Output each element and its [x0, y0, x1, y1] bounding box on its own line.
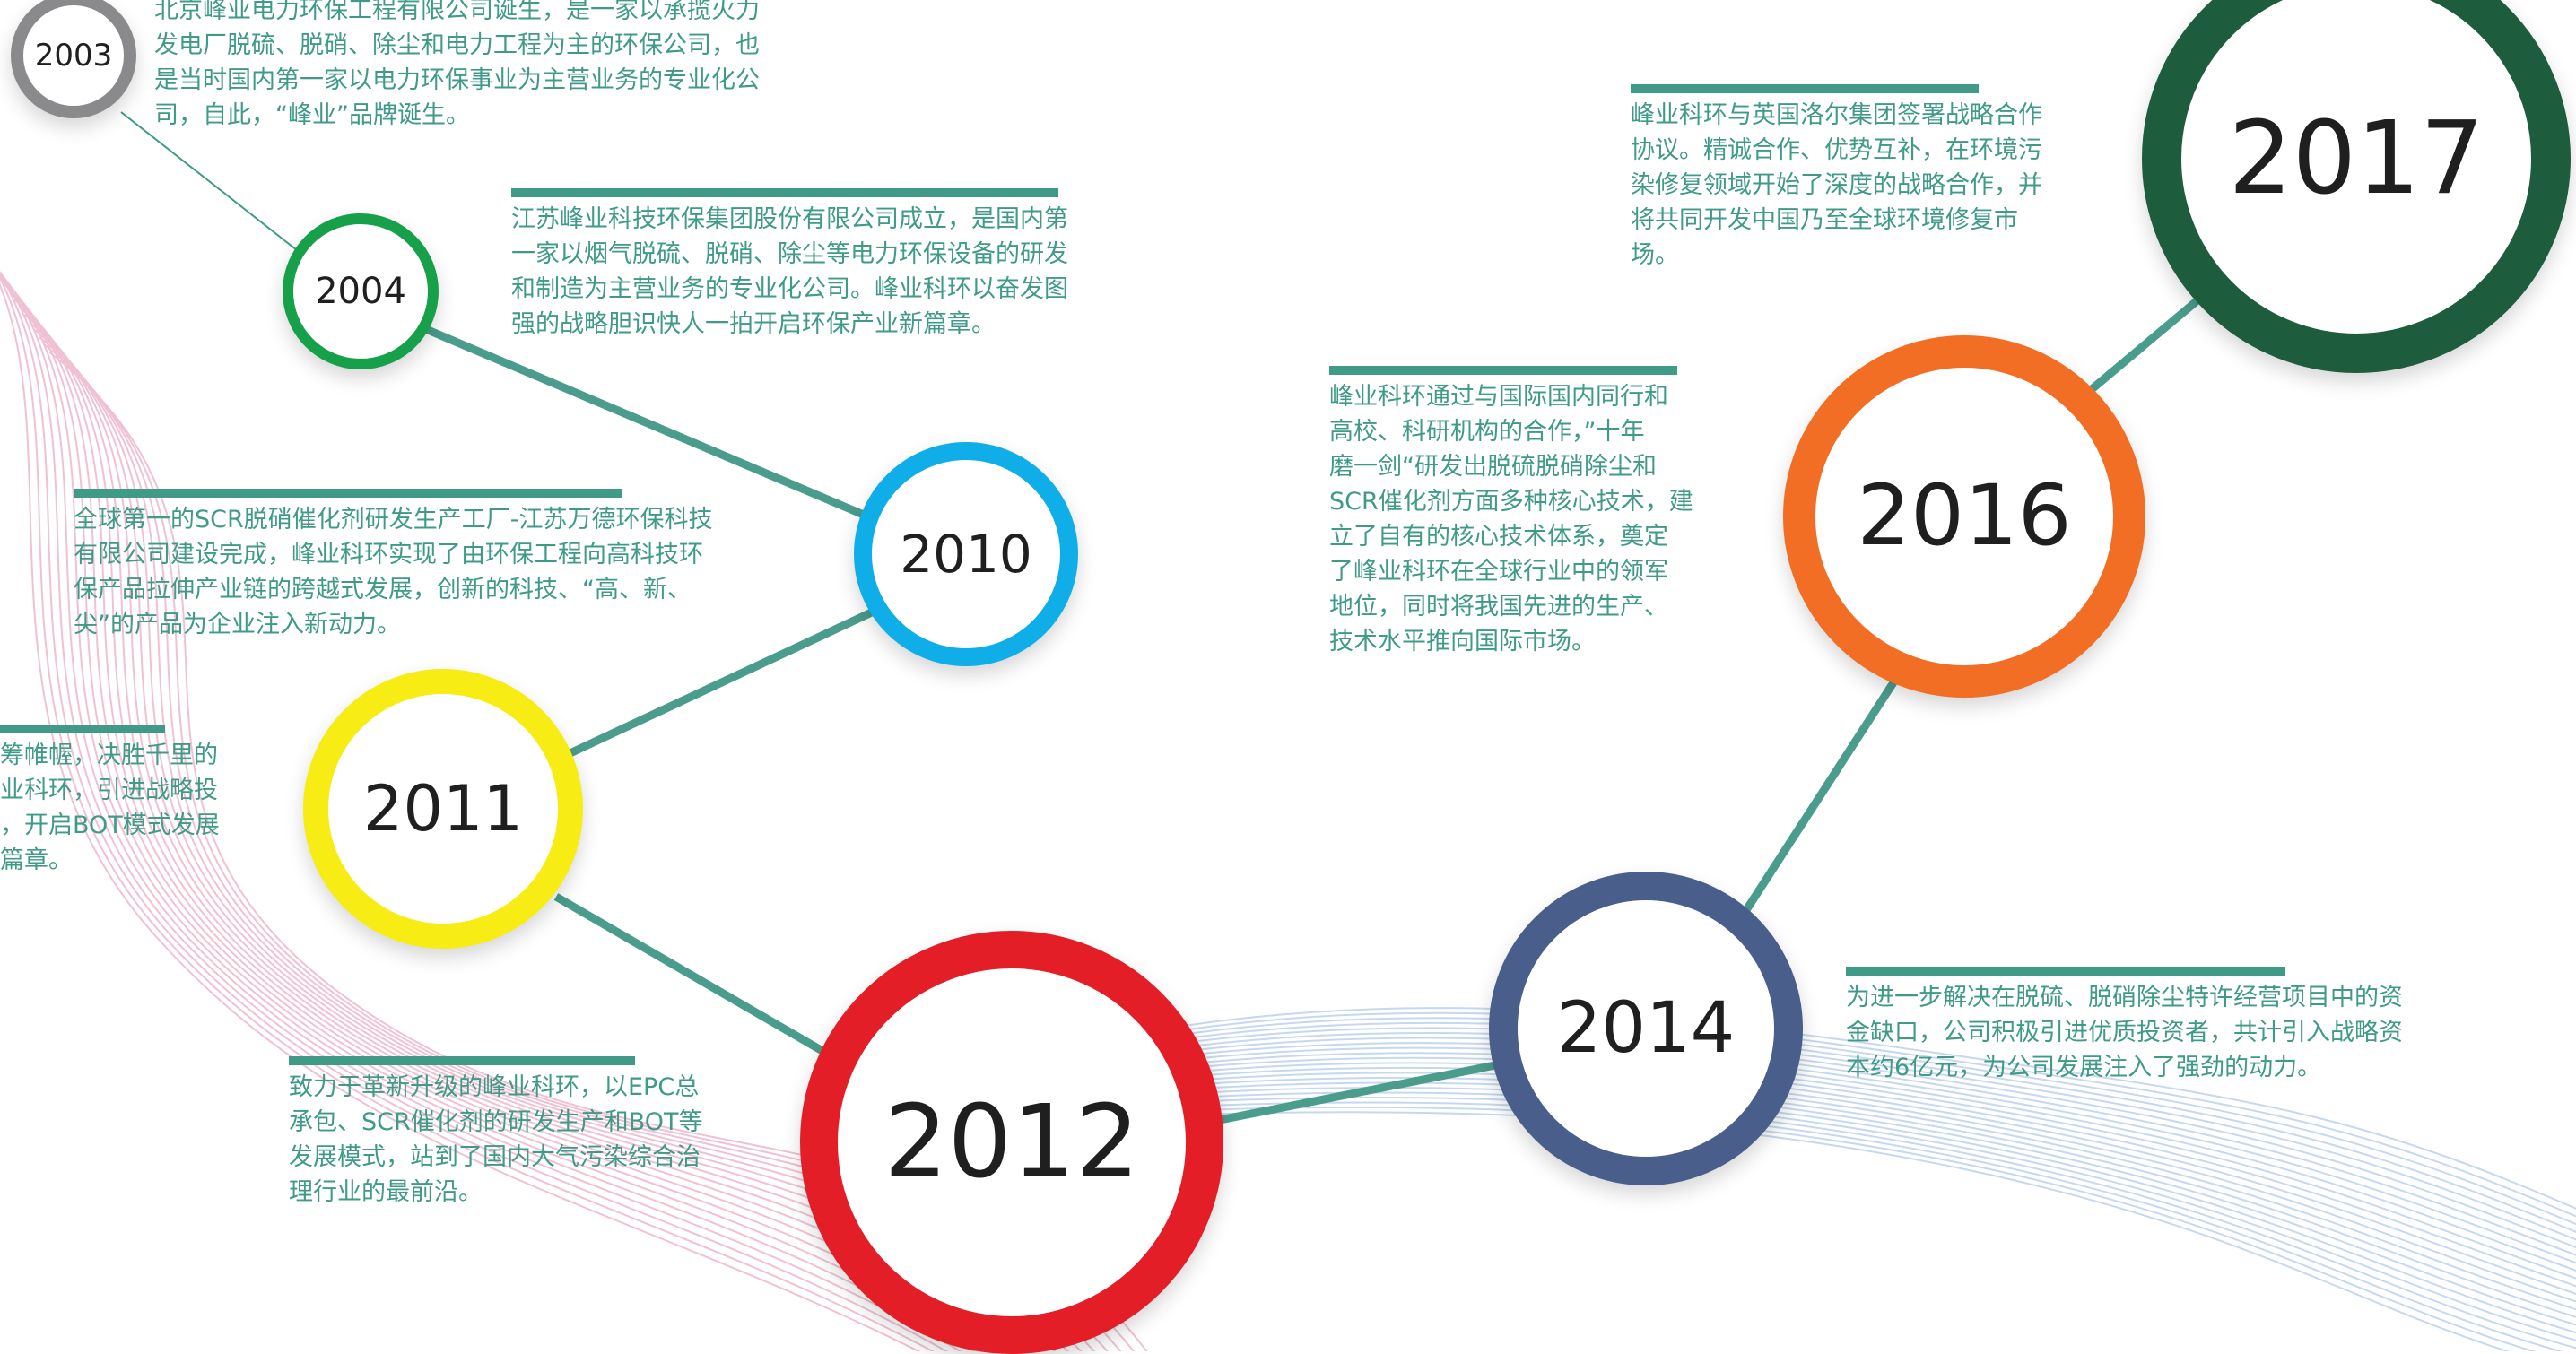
- milestone-2017-description: 峰业科环与英国洛尔集团签署战略合作 协议。精诚合作、优势互补，在环境污 染修复领…: [1631, 101, 2042, 269]
- milestone-2011-description: 筹帷幄，决胜千里的 业科环，引进战略投 ，开启BOT模式发展 篇章。: [0, 742, 220, 874]
- blue-wave-line: [986, 1011, 2576, 1218]
- blue-wave-line: [986, 1042, 2576, 1264]
- blue-wave-line: [986, 1032, 2576, 1249]
- milestone-2014-description: 为进一步解决在脱硫、脱硝除尘特许经营项目中的资 金缺口，公司积极引进优质投资者，…: [1846, 984, 2403, 1081]
- pink-wave-line: [0, 271, 976, 1351]
- blue-wave-line: [986, 1021, 2576, 1233]
- milestone-2017-accent-bar: [1631, 84, 1979, 93]
- blue-wave-line: [986, 1056, 2576, 1288]
- milestone-2014-accent-bar: [1846, 967, 2285, 976]
- milestone-2017-year: 2017: [2228, 100, 2485, 217]
- blue-wave-line: [986, 1046, 2576, 1272]
- blue-wave-line: [986, 1066, 2576, 1303]
- milestone-2004-description: 江苏峰业科技环保集团股份有限公司成立，是国内第 一家以烟气脱硫、脱硝、除尘等电力…: [511, 205, 1068, 338]
- milestone-2016-year: 2016: [1857, 467, 2072, 565]
- milestone-2004-accent-bar: [511, 188, 1058, 197]
- milestone-2016-circle: 2016: [1783, 335, 2145, 698]
- blue-wave-line: [986, 1017, 2576, 1226]
- milestone-2011-year: 2011: [362, 772, 524, 846]
- blue-wave-line: [986, 1111, 2511, 1351]
- pink-wave-line: [4, 283, 1030, 1351]
- pink-wave-line: [0, 271, 962, 1351]
- blue-wave-line: [986, 1037, 2576, 1256]
- milestone-2012-circle: 2012: [800, 931, 1223, 1354]
- blue-wave-line: [986, 1062, 2576, 1295]
- milestone-2012-accent-bar: [289, 1056, 635, 1065]
- milestone-2014-year: 2014: [1556, 988, 1736, 1069]
- milestone-2003-circle: 2003: [11, 0, 136, 118]
- pink-wave-line: [0, 282, 921, 1351]
- pink-wave-line: [0, 276, 1016, 1351]
- milestone-2011-circle: 2011: [303, 669, 583, 949]
- blue-wave-line: [986, 1081, 2576, 1326]
- connector-2012-2014: [1214, 1060, 1501, 1125]
- blue-wave-line: [986, 1091, 2576, 1341]
- pink-wave-line: [0, 272, 989, 1351]
- milestone-2010-accent-bar: [74, 489, 622, 498]
- connector-2004-2010: [420, 323, 867, 520]
- milestone-2010-year: 2010: [900, 524, 1032, 585]
- pink-wave-line: [0, 273, 1003, 1351]
- connector-2011-2012: [553, 893, 830, 1057]
- blue-wave-line: [986, 1007, 2576, 1210]
- milestone-2011-accent-bar: [0, 725, 165, 733]
- milestone-2003-year: 2003: [34, 38, 113, 74]
- milestone-2016-description: 峰业科环通过与国际国内同行和 高校、科研机构的合作，”十年 磨一剑“研发出脱硫脱…: [1329, 383, 1693, 655]
- blue-wave-line: [986, 1027, 2576, 1241]
- connector-2014-2016: [1741, 674, 1901, 916]
- milestone-2003-description: 北京峰业电力环保工程有限公司诞生，是一家以承揽火力 发电厂脱硫、脱硝、除尘和电力…: [154, 0, 760, 129]
- milestone-2014-circle: 2014: [1489, 872, 1803, 1185]
- blue-wave-line: [986, 1052, 2576, 1280]
- connector-2016-2017: [2083, 297, 2200, 398]
- milestone-2004-circle: 2004: [283, 213, 439, 369]
- milestone-2010-description: 全球第一的SCR脱硝催化剂研发生产工厂-江苏万德环保科技 有限公司建设完成，峰业…: [74, 506, 713, 638]
- milestone-2004-year: 2004: [315, 271, 406, 312]
- milestone-2012-description: 致力于革新升级的峰业科环，以EPC总 承包、SCR催化剂的研发生产和BOT等 发…: [289, 1073, 703, 1206]
- blue-wave-line: [986, 1086, 2576, 1334]
- blue-wave-line: [986, 1072, 2576, 1311]
- milestone-2010-circle: 2010: [854, 442, 1078, 666]
- pink-wave-line: [0, 272, 949, 1351]
- milestone-2012-year: 2012: [883, 1084, 1140, 1201]
- blue-wave-line: [986, 1076, 2576, 1318]
- connector-2010-2011: [559, 605, 879, 762]
- connector-2003-2004: [120, 111, 310, 261]
- milestone-2016-accent-bar: [1329, 366, 1677, 375]
- pink-wave-line: [0, 276, 935, 1351]
- blue-wave-line: [986, 1096, 2576, 1350]
